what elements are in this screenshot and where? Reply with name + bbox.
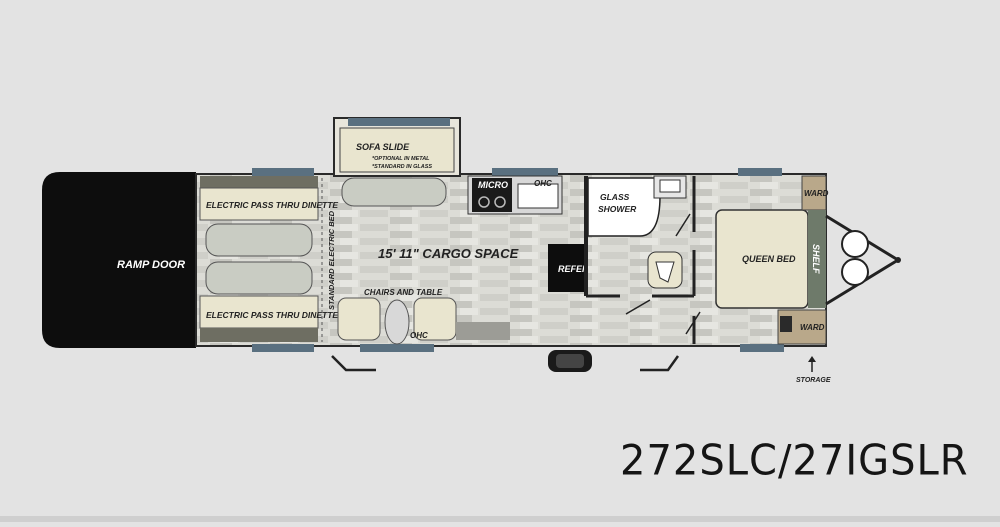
window (738, 168, 782, 176)
dinette-cushion (205, 261, 313, 295)
slide-window (348, 118, 450, 126)
entry-step (331, 355, 376, 372)
micro-label: MICRO (478, 180, 508, 190)
dinette-top (199, 187, 319, 221)
dinette-back-top (200, 176, 318, 188)
hitch-coupler (895, 257, 901, 263)
dinette-back-bottom (200, 328, 318, 342)
stove (472, 178, 512, 212)
ward-drawer (780, 316, 792, 332)
ramp-door-label: RAMP DOOR (117, 259, 185, 271)
ward-top-label: WARD (804, 189, 829, 198)
bottom-bar (0, 516, 1000, 522)
refrigerator (548, 244, 586, 292)
entry-step (640, 355, 680, 372)
dinette-bottom (199, 295, 319, 329)
ohc-bottom (456, 322, 510, 340)
electric-bed-label: STANDARD ELECTRIC BED (327, 210, 336, 310)
window (360, 344, 434, 352)
window (252, 344, 314, 352)
dinette-bottom-label: ELECTRIC PASS THRU DINETTE (206, 310, 338, 320)
propane-tank (841, 258, 869, 286)
dinette-top-label: ELECTRIC PASS THRU DINETTE (206, 200, 338, 210)
sink (517, 183, 559, 209)
glass-shower-label-1: GLASS (600, 192, 630, 202)
door-swing (675, 213, 691, 237)
sofa-slide-label: SOFA SLIDE (356, 142, 410, 152)
table (384, 299, 410, 345)
sofa (339, 127, 455, 173)
dinette-cushion (205, 223, 313, 257)
queen-bed-label: QUEEN BED (742, 254, 796, 264)
sofa-cushion (341, 177, 447, 207)
glass-shower-label-2: SHOWER (598, 204, 637, 214)
shelf (808, 210, 826, 308)
chairs-table-label: CHAIRS AND TABLE (364, 288, 443, 297)
chair (337, 297, 381, 341)
ward-bottom-label: WARD (800, 323, 825, 332)
propane-tank (841, 230, 869, 258)
bath-sink-basin (659, 179, 681, 193)
wheel-hub (556, 354, 584, 368)
refer-label: REFER (558, 264, 589, 274)
burner (494, 196, 506, 208)
toilet-seat (655, 261, 675, 283)
burner (478, 196, 490, 208)
storage-label: STORAGE (796, 377, 831, 384)
chair (413, 297, 457, 341)
ramp-door (42, 172, 196, 348)
door-swing (685, 311, 701, 335)
ohc-bottom-label: OHC (410, 331, 428, 340)
window (252, 168, 314, 176)
shelf-label: SHELF (811, 244, 821, 274)
sofa-note-glass: *STANDARD IN GLASS (372, 164, 432, 170)
window (492, 168, 558, 176)
cargo-space-label: 15' 11" CARGO SPACE (378, 246, 519, 261)
sofa-note-metal: *OPTIONAL IN METAL (372, 156, 430, 162)
ohc-top-label: OHC (534, 179, 552, 188)
model-number: 272SLC/27IGSLR (620, 436, 969, 486)
window (740, 344, 784, 352)
door-swing (625, 299, 651, 315)
arrow-icon (808, 356, 816, 362)
